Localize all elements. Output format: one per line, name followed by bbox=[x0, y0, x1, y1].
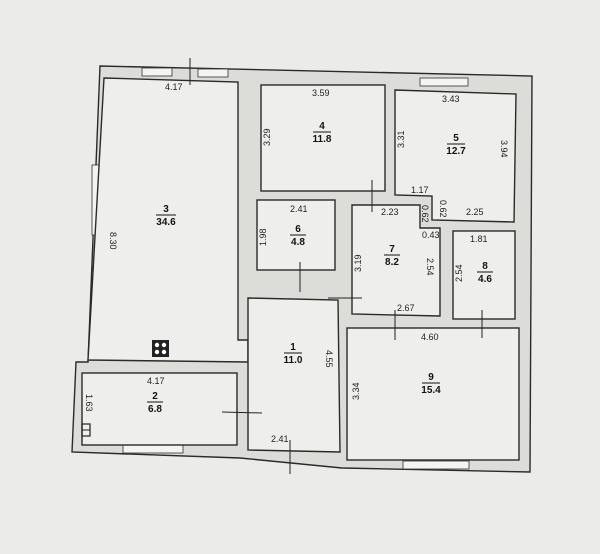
room-label-3: 334.6 bbox=[156, 204, 176, 228]
room-8 bbox=[452, 230, 516, 320]
window bbox=[141, 67, 173, 77]
dim: 4.55 bbox=[324, 350, 334, 368]
dim: 0.62 bbox=[420, 205, 430, 223]
dim: 1.63 bbox=[84, 394, 94, 412]
boiler-icon bbox=[81, 423, 91, 437]
dim: 3.31 bbox=[396, 130, 406, 148]
room-9 bbox=[346, 327, 520, 461]
dim: 3.29 bbox=[262, 128, 272, 146]
svg-text:6.8: 6.8 bbox=[148, 404, 162, 415]
room-label-5: 512.7 bbox=[446, 133, 466, 157]
dim: 2.25 bbox=[466, 207, 484, 217]
svg-text:8.2: 8.2 bbox=[385, 257, 399, 268]
svg-text:8: 8 bbox=[482, 261, 488, 272]
room-label-4: 411.8 bbox=[313, 121, 332, 145]
dim: 2.54 bbox=[425, 258, 435, 276]
svg-text:12.7: 12.7 bbox=[446, 146, 466, 157]
dim: 3.43 bbox=[442, 94, 460, 104]
dim: 3.59 bbox=[312, 88, 330, 98]
dim: 3.34 bbox=[351, 382, 361, 400]
dim: 8.30 bbox=[108, 232, 118, 250]
dim: 2.67 bbox=[397, 303, 415, 313]
dim: 1.98 bbox=[258, 228, 268, 246]
door-mark bbox=[221, 411, 263, 414]
svg-text:9: 9 bbox=[428, 372, 434, 383]
dim: 3.19 bbox=[353, 254, 363, 272]
svg-text:34.6: 34.6 bbox=[156, 217, 176, 228]
svg-text:11.8: 11.8 bbox=[313, 134, 332, 145]
dim: 4.17 bbox=[165, 82, 183, 92]
dim: 4.60 bbox=[421, 332, 439, 342]
stove-icon bbox=[152, 340, 169, 357]
room-label-9: 915.4 bbox=[421, 372, 441, 396]
room-label-1: 111.0 bbox=[284, 342, 303, 366]
room-7 bbox=[351, 204, 441, 317]
room-5 bbox=[394, 89, 517, 223]
room-label-2: 26.8 bbox=[147, 391, 163, 415]
dim: 2.54 bbox=[454, 264, 464, 282]
svg-text:2: 2 bbox=[152, 391, 158, 402]
dim: 2.41 bbox=[290, 204, 308, 214]
svg-text:5: 5 bbox=[453, 133, 459, 144]
svg-text:15.4: 15.4 bbox=[421, 385, 441, 396]
room-label-8: 84.6 bbox=[477, 261, 493, 285]
svg-text:11.0: 11.0 bbox=[284, 355, 303, 366]
room-label-6: 64.8 bbox=[290, 224, 306, 248]
svg-text:3: 3 bbox=[163, 204, 169, 215]
svg-text:4: 4 bbox=[319, 121, 325, 132]
room-2 bbox=[81, 372, 238, 446]
dim: 3.94 bbox=[499, 140, 509, 158]
room-label-7: 78.2 bbox=[384, 244, 400, 268]
dim: 2.41 bbox=[271, 434, 289, 444]
svg-text:4.8: 4.8 bbox=[291, 237, 305, 248]
room-1 bbox=[247, 297, 341, 453]
window bbox=[197, 68, 229, 78]
svg-text:6: 6 bbox=[295, 224, 301, 235]
window bbox=[402, 460, 470, 470]
dim: 0.43 bbox=[422, 230, 440, 240]
dim: 0.62 bbox=[438, 200, 448, 218]
window bbox=[419, 77, 469, 87]
dim: 4.17 bbox=[147, 376, 165, 386]
svg-text:7: 7 bbox=[389, 244, 395, 255]
dim: 1.81 bbox=[470, 234, 488, 244]
svg-text:1: 1 bbox=[290, 342, 296, 353]
svg-text:4.6: 4.6 bbox=[478, 274, 492, 285]
dim: 2.23 bbox=[381, 207, 399, 217]
dim: 1.17 bbox=[411, 185, 429, 195]
window bbox=[122, 444, 184, 454]
room-4 bbox=[260, 84, 386, 192]
